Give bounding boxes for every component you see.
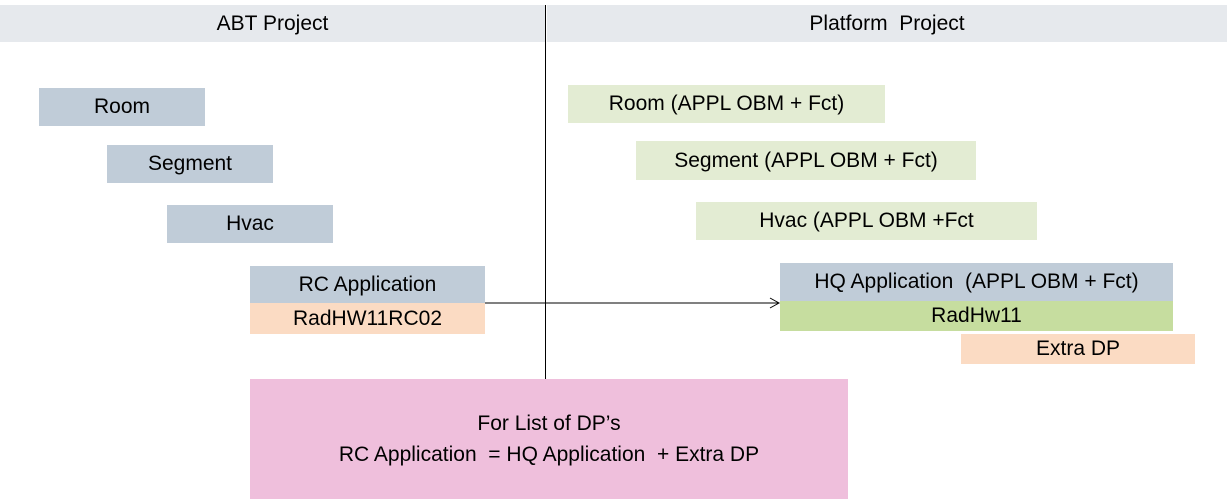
note-line-1: For List of DP’s [477, 412, 621, 435]
platform-extra-dp-box: Extra DP [961, 334, 1195, 364]
column-divider [545, 5, 546, 379]
abt-room-box: Room [39, 88, 205, 126]
dp-list-note-box: For List of DP’s RC Application = HQ App… [250, 379, 848, 499]
abt-hvac-box: Hvac [167, 205, 333, 243]
platform-hq-hw-box: RadHw11 [780, 301, 1173, 331]
abt-rc-application-box: RC Application [250, 266, 485, 303]
abt-segment-box: Segment [107, 145, 273, 183]
note-line-2: RC Application = HQ Application + Extra … [338, 443, 760, 466]
abt-rc-hw-box: RadHW11RC02 [250, 303, 485, 334]
platform-segment-box: Segment (APPL OBM + Fct) [636, 141, 976, 180]
platform-hq-application-box: HQ Application (APPL OBM + Fct) [780, 263, 1173, 301]
platform-hvac-box: Hvac (APPL OBM +Fct [696, 202, 1037, 240]
abt-project-header: ABT Project [0, 5, 545, 42]
platform-project-header: Platform Project [547, 5, 1227, 42]
platform-room-box: Room (APPL OBM + Fct) [568, 85, 885, 123]
